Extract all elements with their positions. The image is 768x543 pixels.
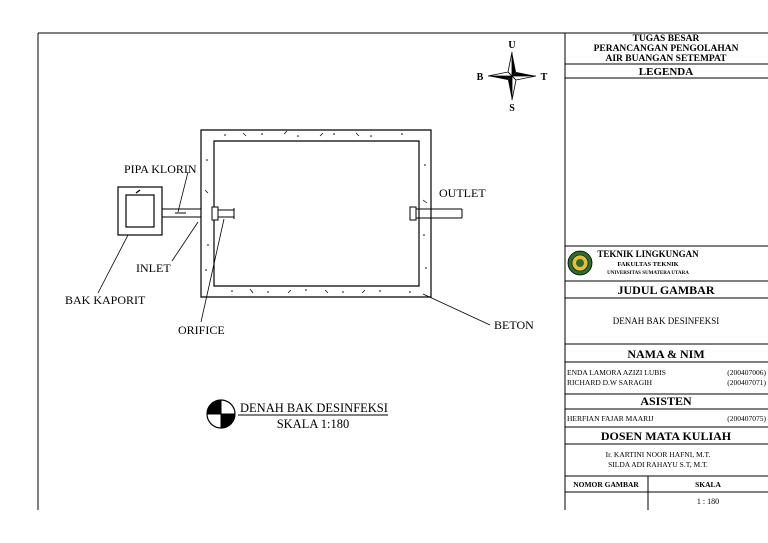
caption-scale: SKALA 1:180: [277, 417, 350, 431]
label-outlet: OUTLET: [439, 186, 486, 200]
judul-gambar-header: JUDUL GAMBAR: [617, 283, 714, 297]
concrete-hatch-ticks: [204, 130, 428, 294]
outlet-pipe: [409, 206, 463, 221]
student-2-nim: (200407071): [727, 378, 766, 387]
label-inlet: INLET: [136, 261, 171, 275]
legend-header: LEGENDA: [639, 66, 693, 78]
project-line-3: AIR BUANGAN SETEMPAT: [605, 54, 727, 64]
compass-west-label: B: [477, 72, 484, 83]
bak-kaporit: [117, 186, 163, 236]
label-beton: BETON: [494, 318, 534, 332]
tank-concrete-wall: [200, 129, 432, 298]
institution-line-1: TEKNIK LINGKUNGAN: [597, 249, 699, 259]
label-bak-kaporit: BAK KAPORIT: [65, 293, 146, 307]
asisten-name: HERFIAN FAJAR MAARIJ: [567, 414, 654, 423]
leader-lines: [97, 171, 491, 326]
label-orifice: ORIFICE: [178, 323, 225, 337]
leader-bak-kaporit: [97, 234, 129, 294]
dosen-2: SILDA ADI RAHAYU S.T, M.T.: [608, 460, 708, 469]
skala-value: 1 : 180: [697, 497, 719, 506]
university-logo: [567, 250, 593, 276]
caption-title: DENAH BAK DESINFEKSI: [240, 401, 388, 415]
nomor-gambar-header: NOMOR GAMBAR: [573, 480, 639, 489]
nama-nim-header: NAMA & NIM: [627, 347, 704, 361]
project-line-1: TUGAS BESAR: [633, 34, 700, 44]
dosen-1: Ir. KARTINI NOOR HAFNI, M.T.: [606, 450, 711, 459]
skala-header: SKALA: [695, 480, 721, 489]
student-1-name: ENDA LAMORA AZIZI LUBIS: [567, 368, 666, 377]
concrete-hatch-marks: [205, 133, 427, 293]
asisten-header: ASISTEN: [640, 394, 692, 408]
leader-orifice: [200, 218, 225, 323]
asisten-nim: (200407075): [727, 414, 766, 423]
sheet-border: [37, 32, 768, 510]
label-pipa-klorin: PIPA KLORIN: [124, 162, 197, 176]
section-symbol-icon: [206, 399, 236, 429]
compass-east-label: T: [541, 72, 548, 83]
leader-inlet: [171, 221, 199, 262]
dosen-header: DOSEN MATA KULIAH: [601, 429, 732, 443]
leader-pipa-klorin: [177, 171, 189, 213]
compass-south-label: S: [509, 103, 515, 114]
disinfection-tank: [200, 129, 432, 298]
student-2-name: RICHARD D.W SARAGIH: [567, 378, 653, 387]
chlorine-pipe: [162, 208, 201, 218]
student-1-nim: (200407006): [727, 368, 766, 377]
institution-line-2: FAKULTAS TEKNIK: [617, 261, 678, 268]
compass-rose: U S B T: [477, 40, 548, 114]
judul-gambar-value: DENAH BAK DESINFEKSI: [613, 316, 720, 326]
title-block: TUGAS BESAR PERANCANGAN PENGOLAHAN AIR B…: [565, 34, 768, 510]
institution-line-3: UNIVERSITAS SUMATERA UTARA: [607, 271, 689, 276]
leader-beton: [422, 293, 491, 326]
compass-north-label: U: [508, 40, 515, 51]
orifice-pipe: [211, 206, 235, 221]
project-line-2: PERANCANGAN PENGOLAHAN: [594, 44, 739, 54]
drawing-caption: DENAH BAK DESINFEKSI SKALA 1:180: [206, 399, 388, 431]
